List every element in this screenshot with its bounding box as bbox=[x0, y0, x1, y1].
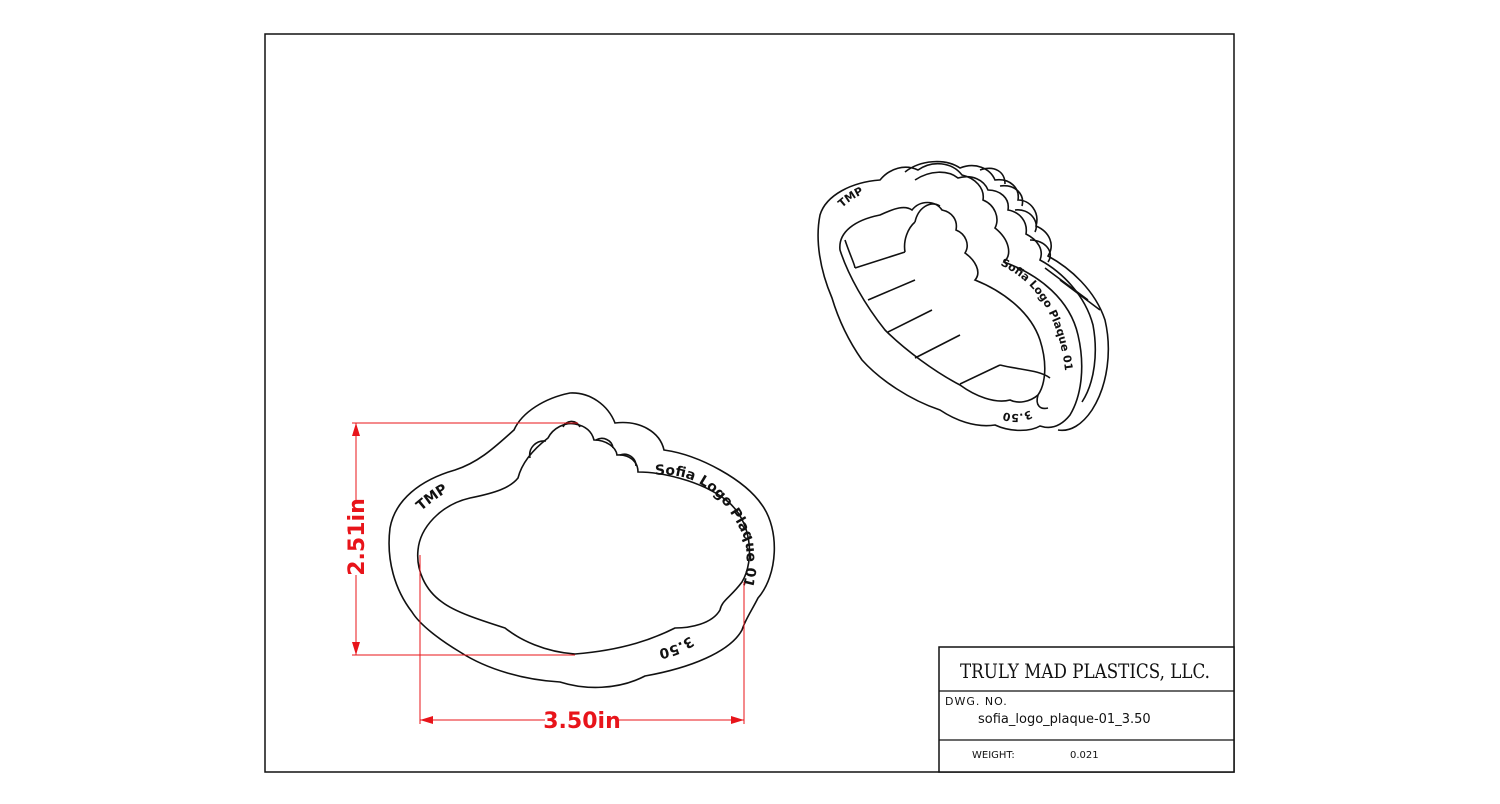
iso-right-text: Sofia Logo Plaque 01 bbox=[999, 256, 1075, 371]
height-arrow-bottom bbox=[352, 642, 360, 655]
iso-bottom-text: 3.50 bbox=[1001, 408, 1034, 425]
height-dimension-label: 2.51in bbox=[345, 498, 370, 575]
front-view bbox=[388, 392, 776, 689]
inner-outline bbox=[416, 422, 751, 655]
title-block bbox=[938, 646, 1235, 773]
width-dimension-label: 3.50in bbox=[543, 709, 620, 734]
height-arrow-top bbox=[352, 423, 360, 436]
iso-left-text: TMP bbox=[836, 184, 866, 210]
cutter-right-text: Sofia Logo Plaque 01 bbox=[655, 463, 759, 589]
dwg-no-value: sofia_logo_plaque-01_3.50 bbox=[978, 712, 1151, 727]
weight-label: WEIGHT: bbox=[972, 750, 1015, 761]
isometric-view bbox=[817, 160, 1110, 432]
height-dimension bbox=[352, 422, 578, 656]
iso-inner-wall bbox=[844, 203, 1051, 385]
weight-value: 0.021 bbox=[1070, 750, 1099, 761]
cutter-bottom-text: 3.50 bbox=[657, 633, 696, 661]
company-name: TRULY MAD PLASTICS, LLC. bbox=[960, 659, 1210, 683]
inner-scallops bbox=[528, 420, 637, 467]
iso-notch bbox=[1036, 394, 1049, 410]
iso-back-wall-inner bbox=[914, 171, 1097, 403]
outer-outline bbox=[388, 392, 776, 689]
width-dimension bbox=[419, 555, 745, 724]
width-arrow-left bbox=[420, 716, 433, 724]
iso-scallop-ridges bbox=[979, 167, 1101, 311]
iso-front-outer bbox=[817, 162, 1083, 432]
sheet-border bbox=[264, 33, 1235, 773]
iso-back-wall bbox=[904, 160, 1110, 432]
width-arrow-right bbox=[731, 716, 744, 724]
dwg-no-label: DWG. NO. bbox=[945, 695, 1008, 708]
title-block-frame bbox=[938, 646, 1235, 773]
iso-front-inner bbox=[839, 201, 1046, 403]
